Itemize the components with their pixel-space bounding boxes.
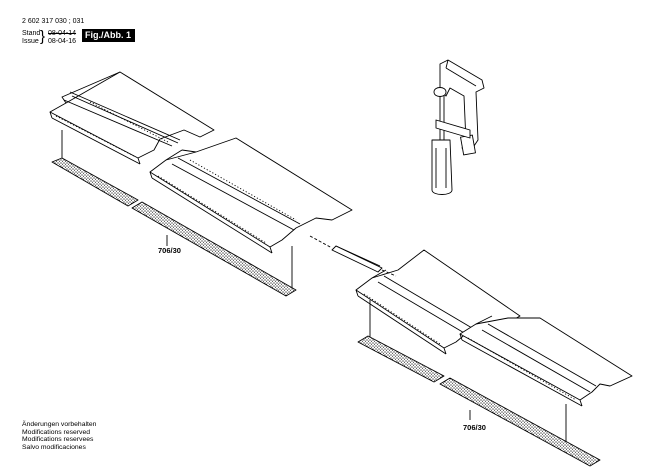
guide-rail-icon xyxy=(49,71,215,165)
modifications-note: Änderungen vorbehalten Modifications res… xyxy=(22,421,96,451)
stand-label: Stand xyxy=(22,30,41,37)
adhesive-strip-icon xyxy=(357,335,445,383)
modifications-line: Änderungen vorbehalten xyxy=(22,421,97,428)
strip-reference-right: 706/30 xyxy=(463,423,486,432)
modifications-line: Modifications reserved xyxy=(22,428,90,436)
modifications-line: Salvo modificaciones xyxy=(22,443,86,451)
guide-rail-icon xyxy=(149,137,353,254)
adhesive-strip-icon xyxy=(439,377,601,467)
figure-badge: Fig./Abb. 1 xyxy=(82,29,135,42)
adhesive-strip-icon xyxy=(131,201,297,297)
connector-bar-icon xyxy=(309,235,397,277)
modifications-line: Modifications reservees xyxy=(22,436,94,443)
stand-date: 08-04-14 xyxy=(48,30,77,37)
c-clamp-icon xyxy=(431,59,485,195)
brace-glyph: } xyxy=(40,28,46,45)
issue-date: 08-04-16 xyxy=(48,38,77,45)
issue-label: Issue xyxy=(22,38,39,45)
part-number: 2 602 317 030 ; 031 xyxy=(22,18,85,25)
guide-rail-icon xyxy=(459,315,633,407)
adhesive-strip-icon xyxy=(51,157,139,207)
strip-reference-left: 706/30 xyxy=(158,246,181,255)
